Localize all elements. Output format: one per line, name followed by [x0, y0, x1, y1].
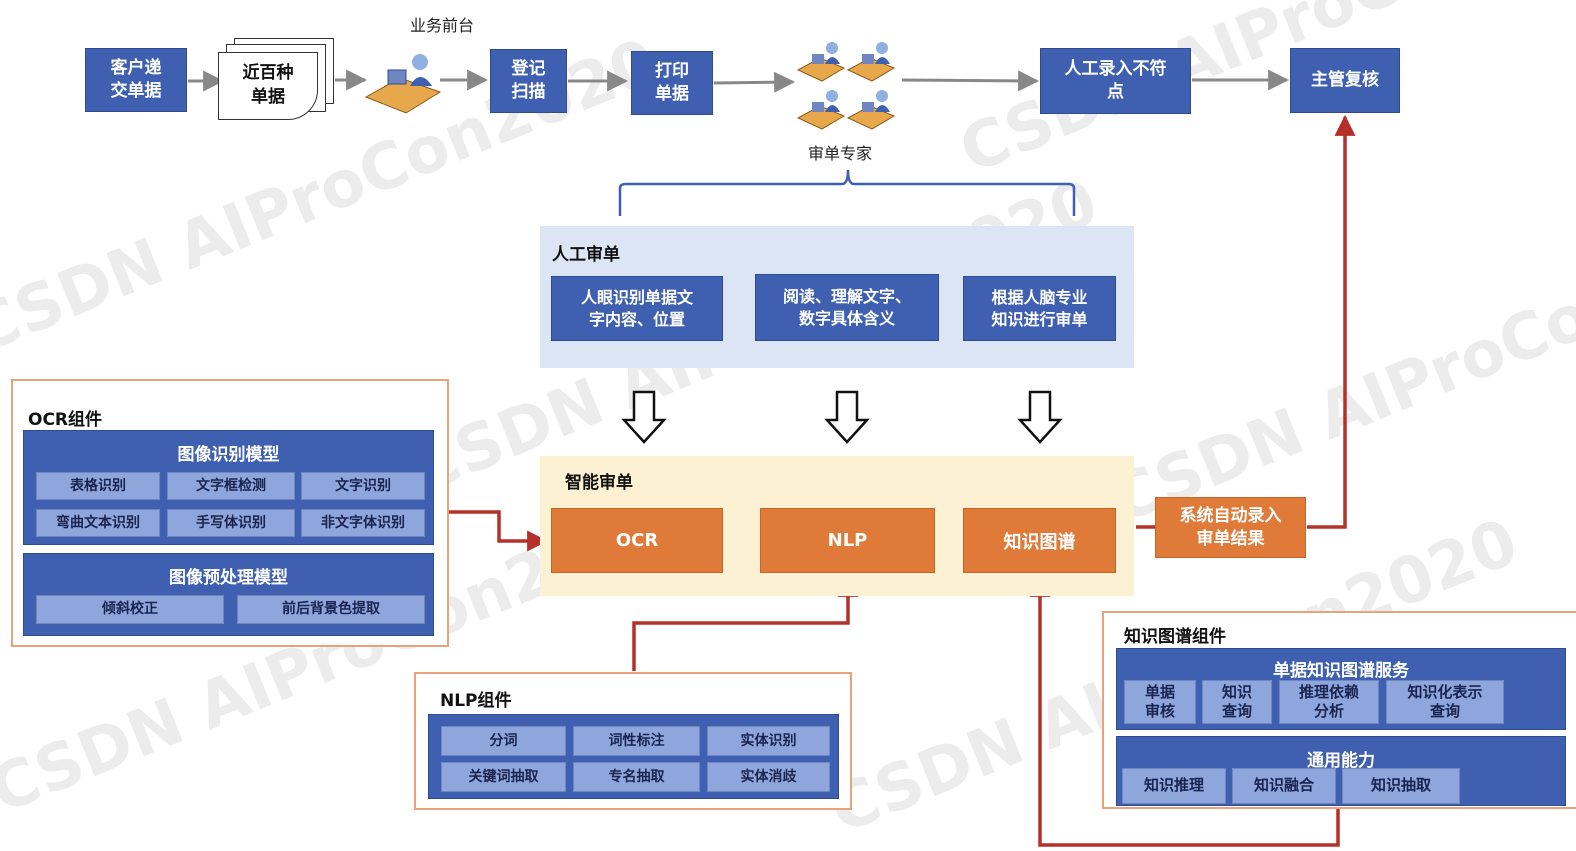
nlp-item-proper-noun: 专名抽取 — [573, 762, 700, 792]
kg-service-doc-review: 单据 审核 — [1124, 680, 1196, 724]
ocr-item-table: 表格识别 — [36, 472, 160, 500]
manual-review-item-2: 阅读、理解文字、 数字具体含义 — [755, 274, 939, 341]
ocr-item-textbox-detect: 文字框检测 — [167, 472, 295, 500]
ocr-preprocess-title: 图像预处理模型 — [169, 568, 288, 588]
down-arrow-1 — [621, 390, 667, 444]
experts-brace — [618, 169, 1076, 216]
customer-submit-box: 客户递 交单据 — [85, 48, 187, 112]
smart-kg-box: 知识图谱 — [963, 508, 1116, 573]
manual-review-item-1: 人眼识别单据文 字内容、位置 — [551, 276, 723, 341]
arrow-print-to-experts — [713, 71, 796, 93]
arrow-experts-to-manual — [901, 70, 1040, 92]
review-experts-label: 审单专家 — [808, 144, 873, 163]
nlp-item-keyword: 关键词抽取 — [441, 762, 566, 792]
nlp-item-entity-disambig: 实体消歧 — [707, 762, 830, 792]
ocr-to-smart-arrow — [449, 510, 549, 552]
ocr-item-handwriting: 手写体识别 — [167, 509, 295, 537]
nlp-component-title: NLP组件 — [440, 691, 512, 711]
kg-service-dependency-analysis: 推理依赖 分析 — [1279, 680, 1379, 724]
auto-entry-box: 系统自动录入 审单结果 — [1155, 497, 1306, 558]
ocr-item-bg-extract: 前后背景色提取 — [237, 595, 425, 624]
kg-general-title: 通用能力 — [1307, 751, 1375, 771]
smart-nlp-box: NLP — [760, 508, 935, 573]
kg-component-title: 知识图谱组件 — [1124, 627, 1226, 647]
down-arrow-2 — [824, 390, 870, 444]
kg-service-representation-query: 知识化表示 查询 — [1386, 680, 1504, 724]
nlp-item-segment: 分词 — [441, 726, 566, 756]
nlp-item-pos-tag: 词性标注 — [573, 726, 700, 756]
auto-to-supervisor-arrow — [1307, 114, 1356, 529]
ocr-item-skew-correct: 倾斜校正 — [36, 595, 224, 624]
ocr-item-text-recog: 文字识别 — [301, 472, 425, 500]
kg-service-title: 单据知识图谱服务 — [1273, 661, 1409, 681]
kg-service-knowledge-query: 知识 查询 — [1202, 680, 1272, 724]
ocr-item-curved-text: 弯曲文本识别 — [36, 509, 160, 537]
kg-general-fusion: 知识融合 — [1232, 768, 1336, 804]
smart-review-title: 智能审单 — [565, 473, 633, 493]
manual-review-item-3: 根据人脑专业 知识进行审单 — [963, 276, 1116, 341]
print-docs-box: 打印 单据 — [631, 51, 713, 115]
ocr-image-recognition-title: 图像识别模型 — [177, 445, 280, 465]
ocr-component-title: OCR组件 — [28, 410, 103, 430]
kg-general-reasoning: 知识推理 — [1122, 768, 1226, 804]
supervisor-review-box: 主管复核 — [1290, 48, 1400, 113]
smart-ocr-box: OCR — [551, 508, 723, 573]
manual-mismatch-box: 人工录入不符 点 — [1040, 48, 1191, 114]
hundred-docs-box: 近百种 单据 — [218, 52, 318, 120]
ocr-item-nontext: 非文字体识别 — [301, 509, 425, 537]
nlp-to-smart-arrow — [632, 575, 859, 671]
kg-to-smart-arrow — [1029, 575, 1340, 847]
register-scan-box: 登记 扫描 — [490, 49, 567, 113]
review-experts-icon — [796, 42, 896, 130]
front-desk-label: 业务前台 — [410, 16, 475, 35]
front-desk-icon — [364, 54, 442, 114]
nlp-item-ner: 实体识别 — [707, 726, 830, 756]
manual-review-title: 人工审单 — [552, 245, 620, 265]
kg-general-extraction: 知识抽取 — [1342, 768, 1460, 804]
down-arrow-3 — [1017, 390, 1063, 444]
